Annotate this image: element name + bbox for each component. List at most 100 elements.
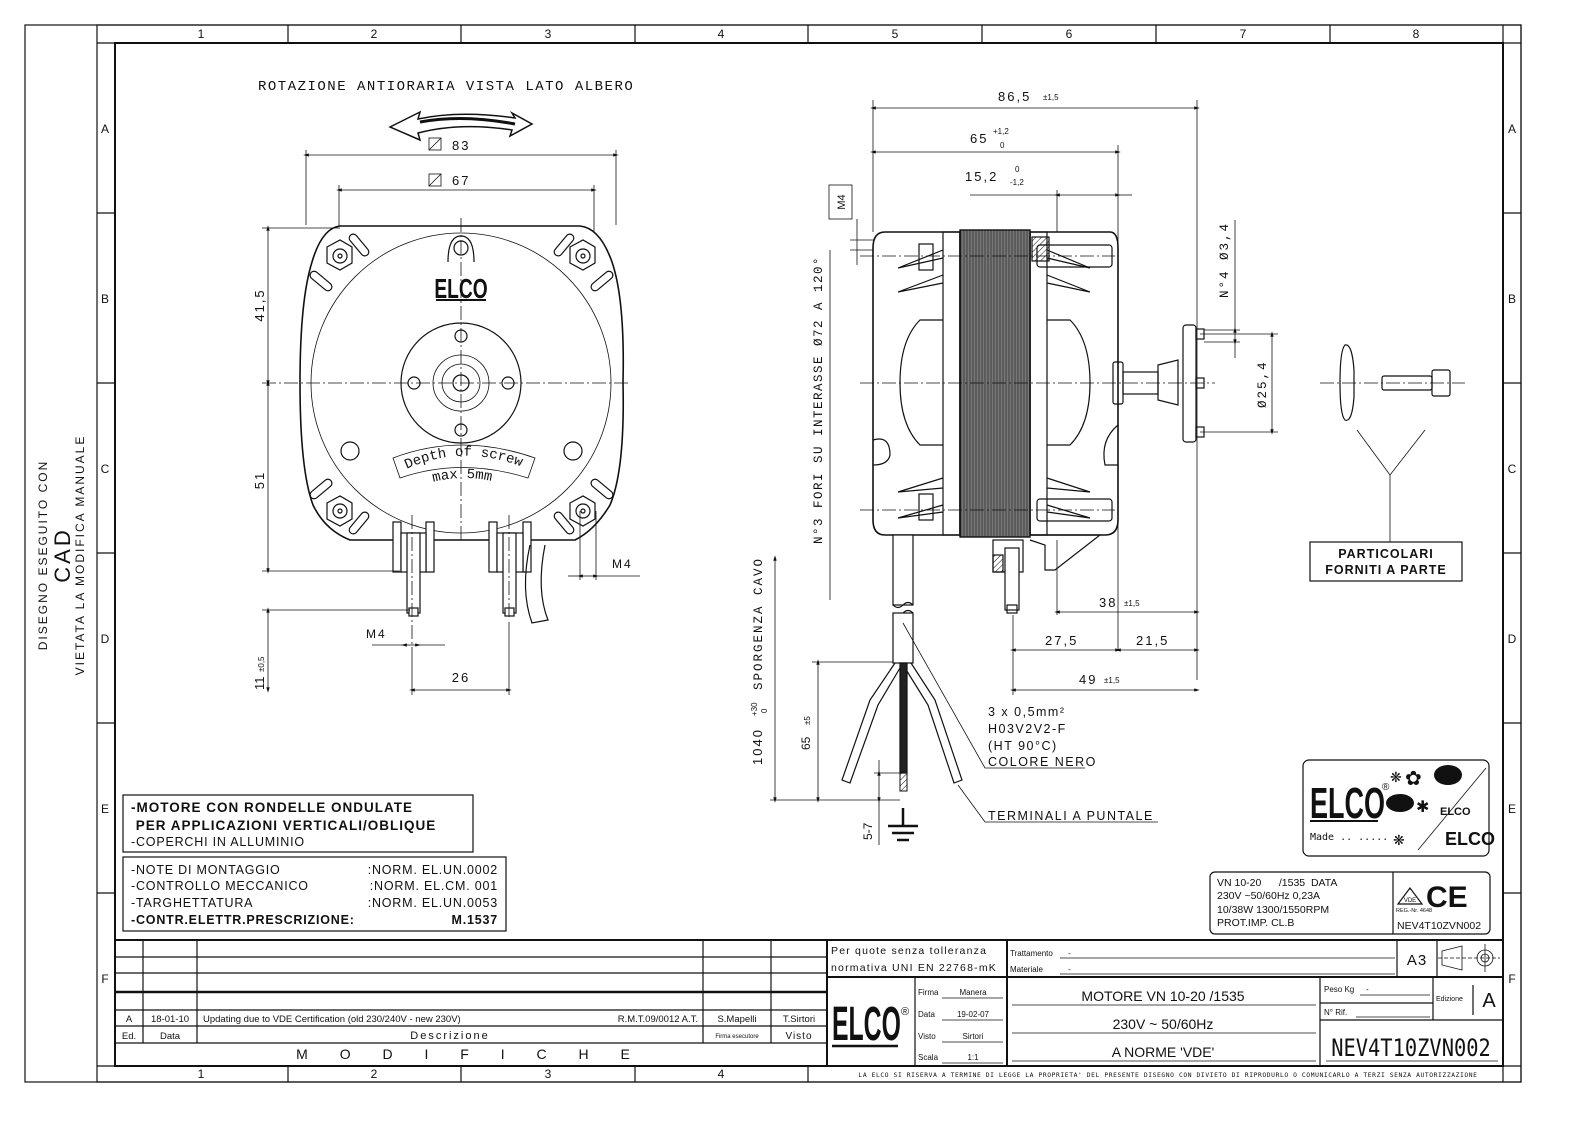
dim-m4-lug: M4: [612, 557, 633, 571]
column-label: 3: [545, 1067, 552, 1081]
cable-spec-1: 3 x 0,5mm²: [988, 705, 1066, 719]
dim-21-5: 21,5: [1136, 633, 1169, 648]
dim-83: 83: [452, 138, 470, 153]
mod-reference: R.M.T.09/0012 A.T.: [618, 1014, 698, 1025]
cable-length-tol-low: 0: [760, 708, 769, 713]
vde-mark-icon: [1396, 887, 1424, 905]
snowflake-icon: ✱: [1416, 799, 1429, 816]
dim-86-5: 86,5: [998, 89, 1031, 104]
terminals-note: TERMINALI A PUNTALE: [988, 809, 1154, 823]
column-label: 8: [1413, 27, 1420, 41]
cable-length-tol-up: +30: [750, 702, 759, 716]
header-description: Descrizione: [410, 1030, 489, 1042]
drawing-frame: 1 2 3 4 5 6 7 8 1 2 3 4 A B C D E F A B …: [24, 24, 1522, 1083]
dim-65-tol-low: 0: [1000, 141, 1005, 150]
dim-65: 65: [970, 131, 988, 146]
fan-icon: ✿: [1405, 768, 1422, 790]
note-line3: -COPERCHI IN ALLUMINIO: [131, 835, 305, 849]
materiale-value: -: [1068, 965, 1071, 974]
note-line2: PER APPLICAZIONI VERTICALI/OBLIQUE: [131, 818, 436, 833]
cad-note-line3: VIETATA LA MODIFICA MANUALE: [73, 435, 87, 676]
visto-value: Sirtori: [963, 1032, 984, 1041]
trattamento-value: -: [1068, 949, 1071, 958]
rating-line1: VN 10-20 /1535 DATA: [1217, 877, 1337, 889]
drawing-title-3: A NORME 'VDE': [1112, 1044, 1215, 1060]
note-line1: -MOTORE CON RONDELLE ONDULATE: [131, 800, 413, 815]
dim-m4-side: M4: [836, 194, 848, 209]
row-label: F: [1508, 972, 1515, 986]
norm-label: -TARGHETTATURA: [131, 896, 253, 910]
dim-11: 11: [252, 677, 267, 691]
disclaimer: LA ELCO SI RISERVA A TERMINE DI LEGGE LA…: [858, 1072, 1477, 1079]
drawing-code: NEV4T10ZVN002: [1331, 1034, 1491, 1062]
scala-label: Scala: [918, 1053, 939, 1062]
mini-logo-icon: ELCO: [1445, 829, 1495, 849]
mod-description: Updating due to VDE Certification (old 2…: [203, 1014, 461, 1025]
rif-label: N° Rif.: [1324, 1008, 1347, 1017]
visto-label: Visto: [918, 1032, 936, 1041]
firma-label: Firma: [918, 988, 939, 997]
brand-box: ELCO ® Made .. ..... ❋ ✿ ✱ ELCO ELCO ❋: [1302, 759, 1495, 857]
norm-value: M.1537: [452, 913, 499, 927]
tolerance-note-2: normativa UNI EN 22768-mK: [831, 962, 997, 974]
cable-spec-3: (HT 90°C): [988, 739, 1058, 753]
dim-38: 38: [1099, 595, 1117, 610]
dim-41-5: 41,5: [252, 288, 267, 321]
trattamento-label: Trattamento: [1010, 949, 1053, 958]
data-value: 19-02-07: [957, 1010, 990, 1019]
globe-icon: [1386, 794, 1414, 812]
dim-15-2-tol-up: 0: [1015, 165, 1020, 174]
registered-icon: ®: [1382, 782, 1390, 793]
mod-edition: A: [126, 1014, 133, 1025]
ground-icon: [888, 808, 918, 842]
dim-11-tol: ±0,5: [257, 656, 266, 672]
drawing-title-1: MOTORE VN 10-20 /1535: [1081, 988, 1244, 1004]
column-label: 2: [371, 27, 378, 41]
cable-label: SPORGENZA CAVO: [752, 557, 766, 690]
ce-mark: CE: [1426, 881, 1468, 914]
header-signed: Firma esecutore: [715, 1034, 759, 1040]
drawing-title-2: 230V ~ 50/60Hz: [1113, 1016, 1214, 1032]
dim-86-5-tol: ±1,5: [1043, 93, 1059, 102]
dim-65-cable-tol: ±5: [803, 716, 812, 725]
column-label: 1: [198, 27, 205, 41]
column-label: 4: [718, 27, 725, 41]
rating-line4: PROT.IMP. CL.B: [1217, 917, 1294, 929]
header-date: Data: [160, 1031, 181, 1042]
norm-value: :NORM. EL.CM. 001: [370, 879, 498, 893]
modifications-table: A 18-01-10 Updating due to VDE Certifica…: [115, 939, 1503, 1066]
rotation-arrow-icon: [388, 110, 534, 142]
cad-note: DISEGNO ESEGUITO CON CAD VIETATA LA MODI…: [36, 435, 87, 676]
dim-49: 49: [1079, 672, 1097, 687]
column-label: 5: [892, 27, 899, 41]
peso-label: Peso Kg: [1324, 985, 1354, 994]
dim-38-tol: ±1,5: [1124, 599, 1140, 608]
norm-label: -NOTE DI MONTAGGIO: [131, 863, 281, 877]
cable-spec-2: H03V2V2-F: [988, 722, 1067, 736]
column-label: 1: [198, 1067, 205, 1081]
snowflake-icon: ❋: [1393, 832, 1405, 848]
rotation-note: ROTAZIONE ANTIORARIA VISTA LATO ALBERO: [258, 79, 634, 95]
dim-65-cable: 65: [799, 736, 813, 750]
column-label: 2: [371, 1067, 378, 1081]
cad-note-line2: CAD: [50, 527, 75, 582]
firma-value: Manera: [959, 988, 987, 997]
rating-label: VN 10-20 /1535 DATA 230V ~50/60Hz 0,23A …: [1209, 871, 1491, 935]
cable-spec-4: COLORE NERO: [988, 755, 1097, 769]
rating-line3: 10/38W 1300/1550RPM: [1217, 904, 1329, 916]
row-label: F: [101, 972, 108, 986]
norm-label: -CONTR.ELETTR.PRESCRIZIONE:: [131, 913, 355, 927]
row-label: A: [101, 122, 109, 136]
dim-m4-terminal: M4: [366, 627, 387, 641]
vde-reg: REG.-Nr. 4648: [1396, 908, 1432, 914]
materiale-label: Materiale: [1010, 965, 1043, 974]
data-label: Data: [918, 1010, 935, 1019]
brand-logo: ELCO: [1310, 778, 1385, 827]
mod-date: 18-01-10: [151, 1014, 189, 1025]
sheet-format: A3: [1407, 952, 1427, 969]
screw-note-line2: max 5mm: [431, 467, 494, 487]
rating-code: NEV4T10ZVN002: [1397, 920, 1481, 932]
registered-icon: ®: [901, 1006, 909, 1018]
row-label: C: [101, 462, 110, 476]
